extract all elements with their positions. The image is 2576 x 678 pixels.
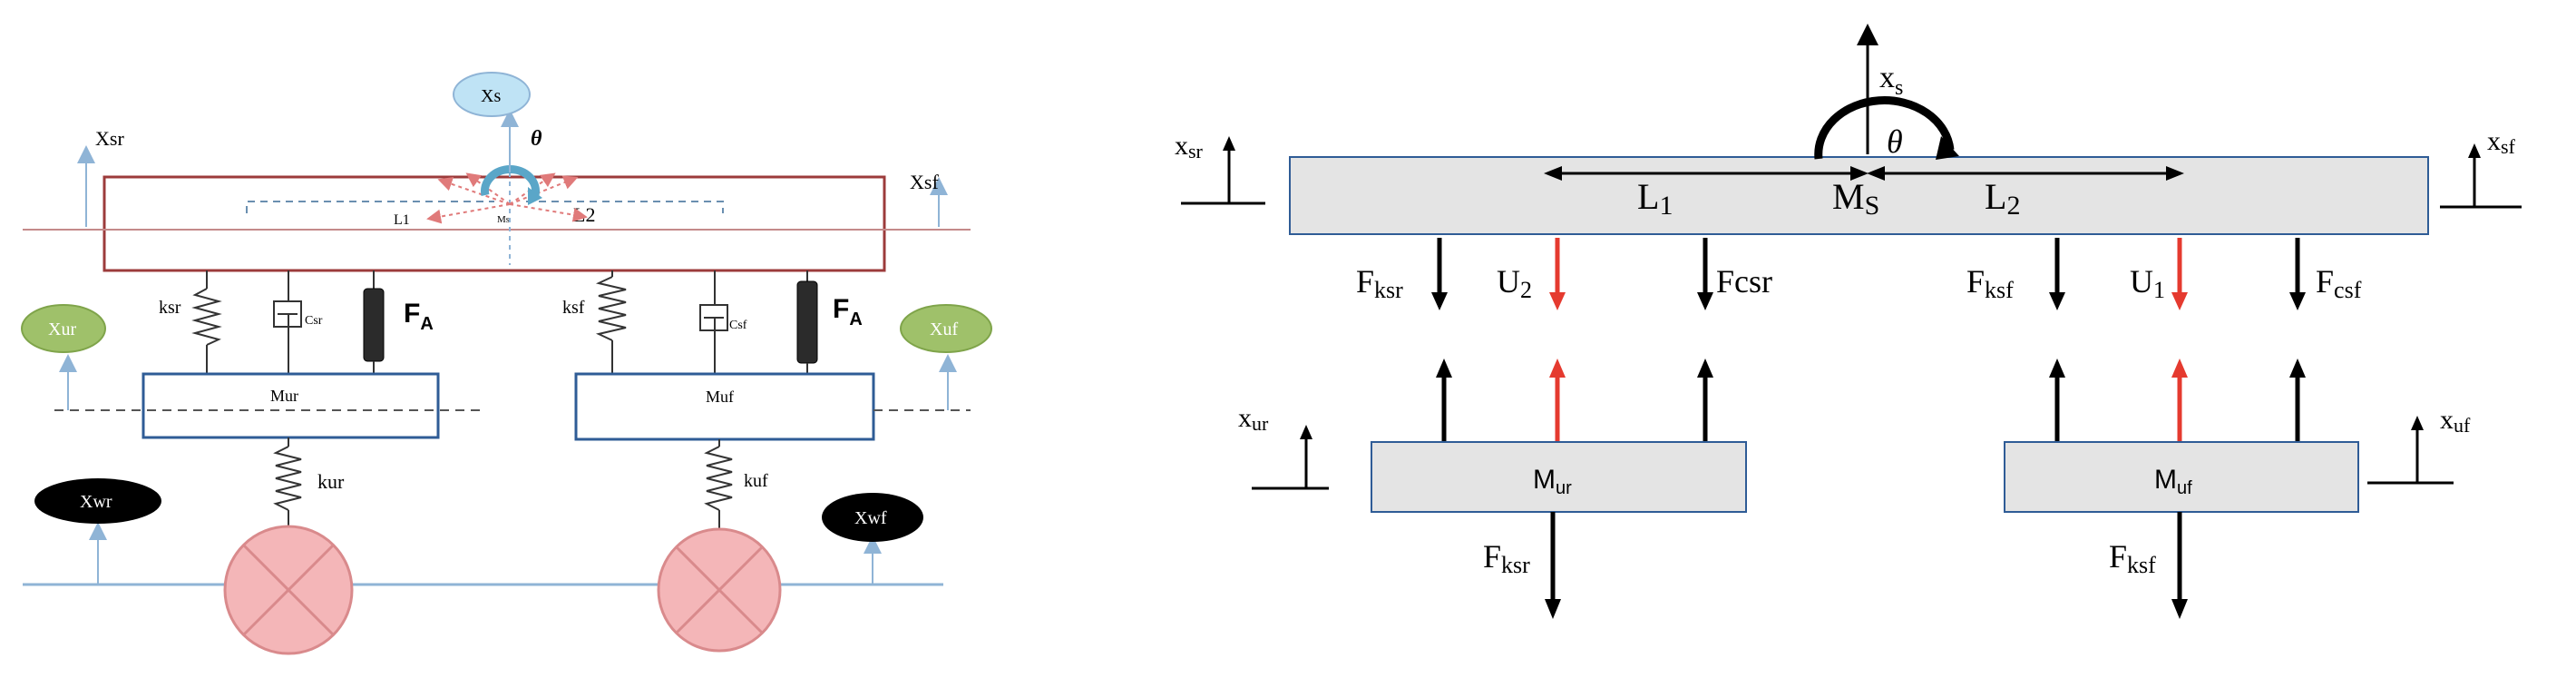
fksf-top-label: Fksf	[1966, 263, 2014, 303]
xwf-bubble	[822, 493, 923, 542]
l1-dimension-line	[246, 201, 494, 213]
left-quarter-car-diagram: L1 L2 Ms Xs θ Xsr Xsf ksr	[21, 72, 992, 655]
rear-tire-spring	[273, 446, 302, 511]
l1-label: L1	[394, 212, 410, 228]
l2-label-right: L2	[1985, 176, 2020, 221]
xwr-bubble	[34, 478, 161, 524]
front-tire-spring	[704, 446, 733, 511]
fksr-bottom-label: Fksr	[1483, 538, 1530, 578]
fksf-bottom-label: Fksf	[2109, 538, 2156, 578]
xwf-bubble-label: Xwf	[854, 508, 887, 528]
u1-label: U1	[2130, 263, 2165, 303]
rear-suspension-spring	[191, 288, 222, 346]
l2-dimension-line	[526, 201, 724, 213]
xuf-label: xuf	[2440, 405, 2471, 437]
xuf-bubble-label: Xuf	[930, 319, 958, 339]
mur-label: Mur	[1533, 465, 1572, 498]
ksf-label: ksf	[562, 298, 585, 318]
xuf-bubble	[900, 304, 992, 353]
mur-label-left: Mur	[270, 387, 298, 405]
front-unsprung-block	[2004, 441, 2359, 513]
xur-bubble-label: Xur	[48, 319, 76, 339]
theta-label-left: θ	[531, 127, 542, 151]
sprung-mass-body	[102, 175, 886, 272]
xsr-label: xsr	[1175, 131, 1204, 162]
front-suspension-spring	[595, 276, 627, 341]
xsf-label: xsf	[2487, 126, 2516, 158]
right-free-body-diagram: xs θ L1 MS L2 xsr xsf Fksr U2 Fc	[1175, 24, 2522, 619]
u2-label: U2	[1497, 263, 1532, 303]
front-actuator	[796, 280, 818, 364]
front-unsprung-mass	[574, 372, 875, 441]
theta-rotation-arrow	[1814, 96, 1955, 160]
rear-actuator	[363, 288, 385, 362]
xsf-label-left: Xsf	[910, 171, 939, 193]
muf-label: Muf	[2154, 465, 2192, 498]
csr-label: Csr	[305, 314, 323, 328]
theta-label: θ	[1887, 123, 1903, 160]
ksr-label: ksr	[159, 298, 181, 318]
muf-label-left: Muf	[706, 388, 734, 406]
fcsr-label: Fcsr	[1716, 263, 1772, 300]
xsr-label-left: Xsr	[95, 127, 124, 150]
xur-bubble	[21, 304, 106, 353]
rear-unsprung-block	[1371, 441, 1747, 513]
xs-bubble-label: Xs	[481, 86, 501, 106]
l1-label-right: L1	[1637, 176, 1673, 221]
xwr-bubble-label: Xwr	[80, 492, 112, 512]
fcsf-label: Fcsf	[2316, 263, 2362, 303]
fa-front-label: FA	[833, 294, 863, 329]
xs-bubble	[453, 72, 531, 117]
ms-label-right: MS	[1832, 176, 1879, 221]
kuf-label: kuf	[744, 471, 768, 491]
kur-label: kur	[317, 470, 345, 493]
ms-label: Ms	[497, 214, 510, 225]
csf-label: Csf	[729, 319, 747, 332]
xur-label: xur	[1238, 403, 1269, 435]
fa-rear-label: FA	[404, 299, 434, 334]
xs-label: xs	[1879, 61, 1903, 100]
fksr-top-label: Fksr	[1356, 263, 1403, 303]
rear-unsprung-mass	[141, 372, 440, 439]
